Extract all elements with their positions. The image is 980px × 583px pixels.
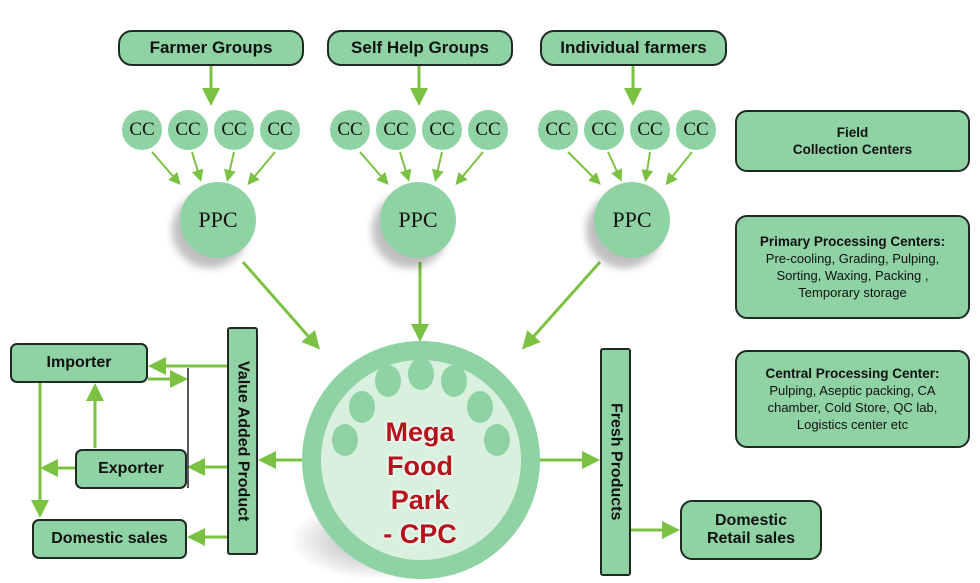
- fresh-products: Fresh Products: [600, 348, 631, 576]
- retail-line2: Retail sales: [706, 530, 796, 547]
- primary-processing-center: PPC: [594, 182, 670, 258]
- collection-center: CC: [376, 110, 416, 150]
- collection-center: CC: [122, 110, 162, 150]
- collection-center: CC: [538, 110, 578, 150]
- legend-primary-processing: Primary Processing Centers: Pre-cooling,…: [735, 215, 970, 319]
- legend-primary-body: Pre-cooling, Grading, Pulping, Sorting, …: [765, 251, 940, 300]
- source-farmer-groups: Farmer Groups: [118, 30, 304, 66]
- center-line-1: Mega: [385, 417, 455, 447]
- primary-processing-center: PPC: [180, 182, 256, 258]
- exporter-box: Exporter: [75, 449, 187, 489]
- collection-center: CC: [676, 110, 716, 150]
- collection-center: CC: [468, 110, 508, 150]
- domestic-sales-box: Domestic sales: [32, 519, 187, 559]
- center-line-2: Food Park: [387, 451, 453, 515]
- source-self-help-groups: Self Help Groups: [327, 30, 513, 66]
- legend-primary-title: Primary Processing Centers:: [759, 234, 946, 249]
- legend-central-processing: Central Processing Center: Pulping, Asep…: [735, 350, 970, 448]
- center-line-3: - CPC: [383, 519, 457, 549]
- legend-field-line2: Collection Centers: [792, 142, 913, 157]
- mega-food-park-label: Mega Food Park - CPC: [355, 415, 485, 551]
- importer-box: Importer: [10, 343, 148, 383]
- collection-center: CC: [630, 110, 670, 150]
- retail-line1: Domestic: [714, 512, 788, 529]
- domestic-retail-sales-box: Domestic Retail sales: [680, 500, 822, 560]
- collection-center: CC: [214, 110, 254, 150]
- collection-center: CC: [260, 110, 300, 150]
- collection-center: CC: [330, 110, 370, 150]
- collection-center: CC: [422, 110, 462, 150]
- legend-field-collection: Field Collection Centers: [735, 110, 970, 172]
- collection-center: CC: [168, 110, 208, 150]
- primary-processing-center: PPC: [380, 182, 456, 258]
- legend-central-body: Pulping, Aseptic packing, CA chamber, Co…: [767, 383, 938, 432]
- source-individual-farmers: Individual farmers: [540, 30, 727, 66]
- legend-central-title: Central Processing Center:: [765, 366, 940, 381]
- value-added-product: Value Added Product: [227, 327, 258, 555]
- legend-field-line1: Field: [836, 125, 869, 140]
- collection-center: CC: [584, 110, 624, 150]
